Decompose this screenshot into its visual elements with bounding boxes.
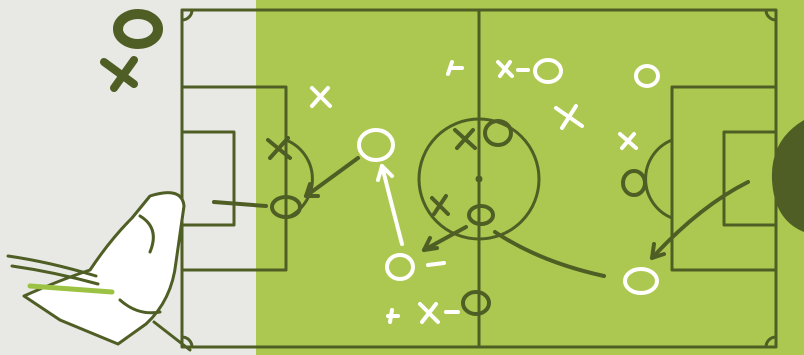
white-dash	[428, 263, 444, 265]
center-spot	[477, 177, 481, 181]
hand-icon	[8, 193, 190, 350]
field-background	[256, 0, 804, 355]
xo-icon	[104, 14, 158, 88]
left-goal-box	[182, 132, 234, 225]
